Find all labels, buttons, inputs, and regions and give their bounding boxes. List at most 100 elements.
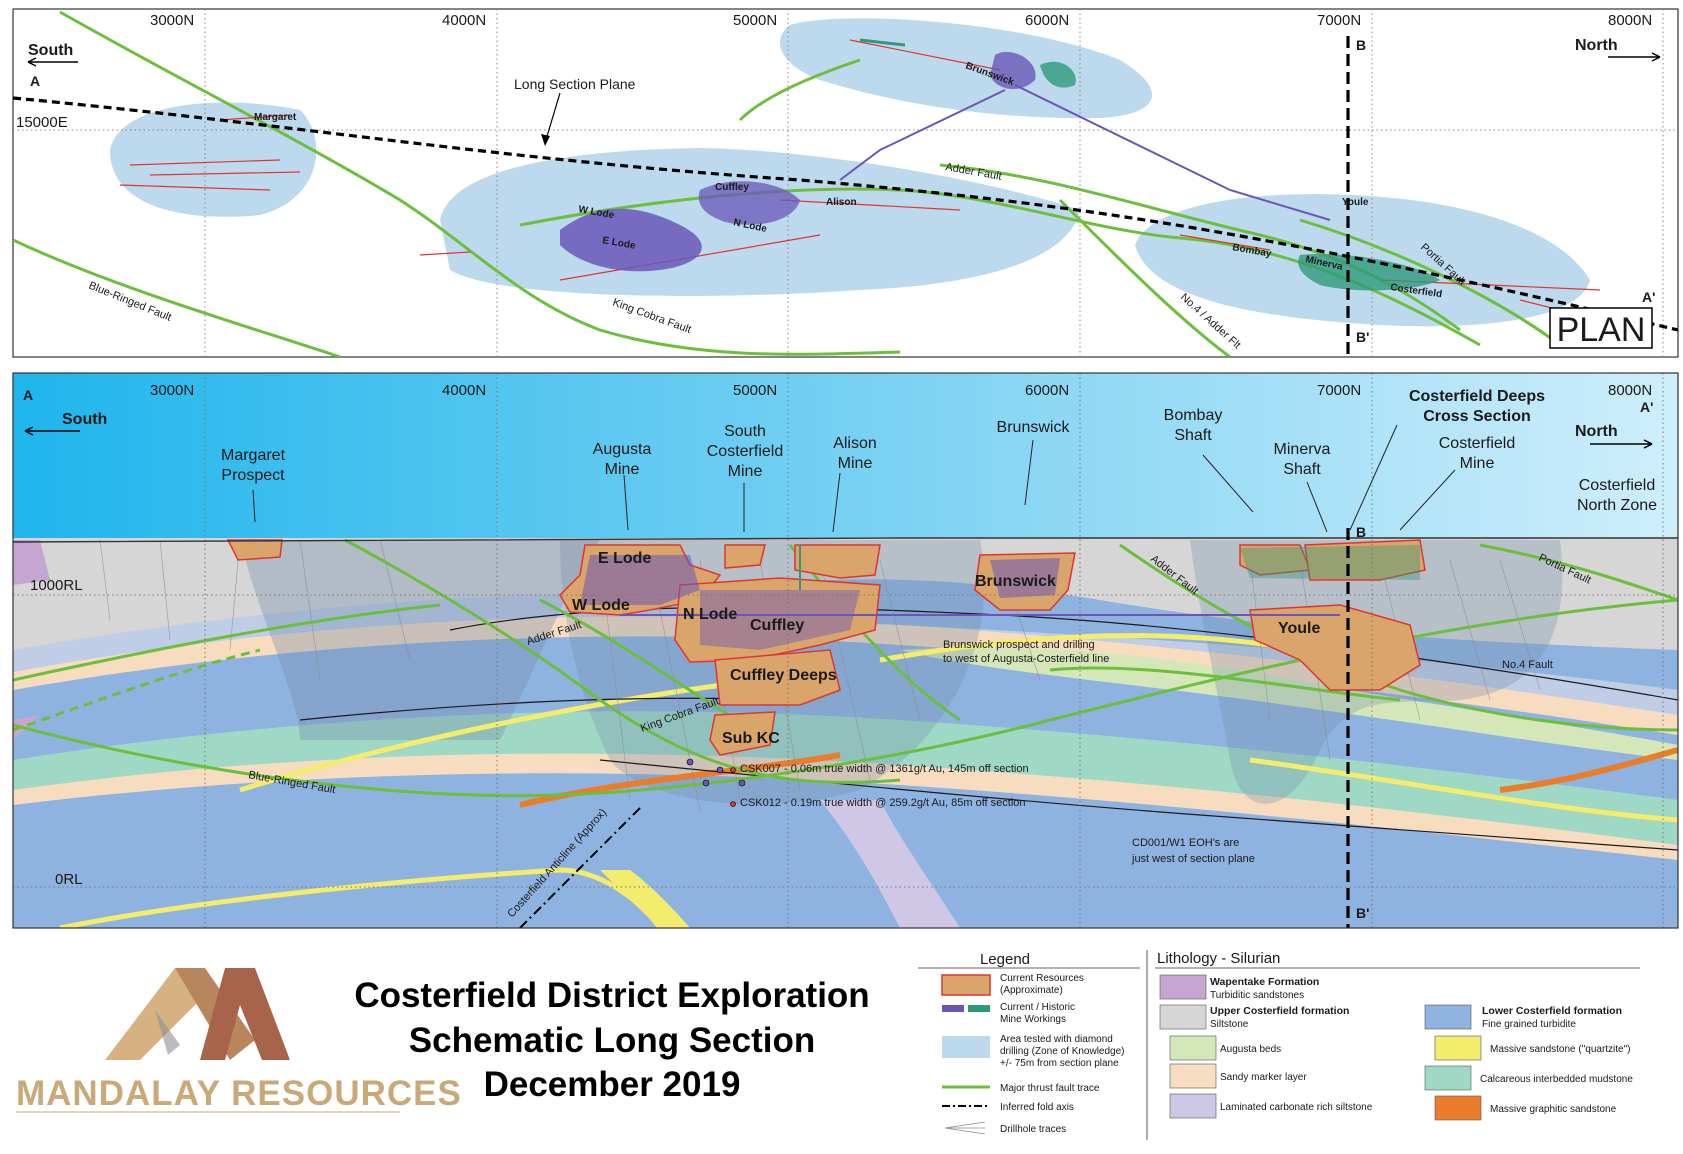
section-notes: Brunswick prospect and drilling to west … (740, 639, 1255, 865)
note-brunswick: to west of Augusta-Costerfield line (943, 653, 1109, 665)
plan-grid-label: 6000N (1025, 12, 1069, 29)
lith-swatch-massive-sand (1434, 1035, 1482, 1061)
ore-sub-kc (709, 711, 776, 756)
logo-mark-left (105, 968, 200, 1060)
section-grid (13, 373, 1678, 928)
ore-label: Cuffley (750, 617, 804, 634)
zone-tested (240, 540, 600, 740)
section-fault-label: No.4 Fault (1502, 659, 1553, 671)
lith-wapentake: Wapentake Formation (1210, 976, 1319, 988)
section-grid-label: 8000N (1608, 382, 1652, 399)
ore-margaret (226, 539, 283, 561)
callout-south-costerfield: South (724, 423, 766, 440)
ore-alison (794, 544, 881, 579)
callout-bombay: Shaft (1174, 427, 1212, 444)
legend-tested: drilling (Zone of Knowledge) (1000, 1046, 1125, 1057)
callout-minerva: Shaft (1283, 461, 1321, 478)
lith-graphitic: Massive graphitic sandstone (1490, 1104, 1617, 1115)
rl-label: 1000RL (30, 577, 83, 594)
ore-bombay (1239, 544, 1312, 576)
lithology-heading: Lithology - Silurian (1157, 950, 1280, 967)
legend-resources: (Approximate) (1000, 985, 1063, 996)
plan-easting-label: 15000E (16, 114, 68, 131)
callout-alison: Alison (833, 435, 877, 452)
legend-swatch-workings-green (968, 1005, 990, 1012)
company-logo: MANDALAY RESOURCES (16, 968, 461, 1113)
legend-tested: Area tested with diamond (1000, 1034, 1113, 1045)
plan-deposit-label: Margaret (254, 112, 297, 123)
section-cross-b: B (1356, 524, 1366, 540)
legend-workings: Mine Workings (1000, 1014, 1066, 1025)
graphitic-sandstone-north (1499, 747, 1678, 793)
laminated-wedge (820, 800, 960, 928)
callout-margaret: Margaret (221, 447, 286, 464)
ore-label: N Lode (683, 606, 737, 623)
note-csk012: CSK012 - 0.19m true width @ 259.2g/t Au,… (740, 797, 1026, 809)
plan-north-label: North (1575, 37, 1618, 54)
legend-swatch-workings-purple (942, 1005, 964, 1012)
section-grid-label: 3000N (150, 382, 194, 399)
ore-cuffley (674, 577, 881, 663)
ore-south-costerfield (724, 544, 766, 569)
callout-deeps: Cross Section (1423, 408, 1531, 425)
zone-brunswick (780, 18, 1153, 119)
fold-axis (519, 807, 641, 928)
plan-grid (13, 9, 1678, 357)
lith-laminated: Laminated carbonate rich siltstone (1220, 1102, 1373, 1113)
legend-fold: Inferred fold axis (1000, 1102, 1074, 1113)
ore-label: Sub KC (722, 730, 780, 747)
callout-north-zone: Costerfield (1579, 477, 1655, 494)
fault-dashed (13, 648, 261, 732)
section-frame (12, 372, 1679, 929)
lith-swatch-calcareous (1424, 1065, 1472, 1091)
augusta-beds (900, 647, 1678, 760)
callout-bombay: Bombay (1164, 407, 1223, 424)
ore-label: E Lode (598, 550, 651, 567)
callout-deeps: Costerfield Deeps (1409, 388, 1545, 405)
section-line (13, 96, 1678, 332)
ore-label: W Lode (572, 597, 630, 614)
logo-mark-right (200, 968, 290, 1060)
plan-workings (560, 38, 1440, 291)
title-block: Costerfield District Exploration Schemat… (354, 976, 869, 1104)
legend-swatch-resources (941, 974, 991, 996)
callout-north-zone: North Zone (1577, 497, 1657, 514)
legend-heading: Legend (980, 951, 1030, 968)
south-arrow-icon (27, 57, 78, 67)
title-line-1: Costerfield District Exploration (354, 976, 869, 1015)
plan-cross-b: B (1356, 37, 1366, 53)
plan-plane-label: Long Section Plane (514, 76, 636, 92)
section-north-label: North (1575, 423, 1618, 440)
plan-badge-box (1549, 307, 1653, 349)
lith-swatch-wapentake (1159, 974, 1207, 1000)
lith-swatch-laminated (1169, 1093, 1217, 1119)
callout-augusta: Mine (605, 461, 640, 478)
section-grid-label: 4000N (442, 382, 486, 399)
title-line-2: Schematic Long Section (409, 1021, 815, 1060)
plan-deposit-label: Youle (1342, 197, 1369, 208)
plan-section-end: A' (1642, 289, 1655, 305)
lith-massive-sand: Massive sandstone ("quartzite") (1490, 1044, 1631, 1055)
note-csk007: CSK007 - 0.06m true width @ 1361g/t Au, … (740, 763, 1029, 775)
lith-upper: Siltstone (1210, 1019, 1249, 1030)
note-cd001: CD001/W1 EOH's are (1132, 837, 1239, 849)
legend-swatch-tested (942, 1036, 990, 1058)
plan-cross-b-prime: B' (1356, 329, 1369, 345)
lower-turbidite-band (13, 773, 1678, 928)
section-grid-label: 7000N (1317, 382, 1361, 399)
plan-view: 3000N 4000N 5000N 6000N 7000N 8000N 1500… (12, 8, 1679, 358)
legend: Legend Current Resources (Approximate) C… (918, 951, 1140, 1135)
callout-margaret: Prospect (221, 467, 285, 484)
note-brunswick: Brunswick prospect and drilling (943, 639, 1095, 651)
ore-label: Youle (1278, 620, 1320, 637)
logo-mark-shadow (155, 1010, 180, 1055)
lith-sandy: Sandy marker layer (1220, 1072, 1307, 1083)
plan-deposit-label: Cuffley (715, 182, 749, 193)
plan-grid-label: 8000N (1608, 12, 1652, 29)
section-grid-label: 5000N (733, 382, 777, 399)
ore-costerfield (1304, 539, 1426, 581)
wapentake-west (13, 540, 50, 585)
callout-south-costerfield: Mine (728, 463, 763, 480)
legend-resources: Current Resources (1000, 973, 1084, 984)
